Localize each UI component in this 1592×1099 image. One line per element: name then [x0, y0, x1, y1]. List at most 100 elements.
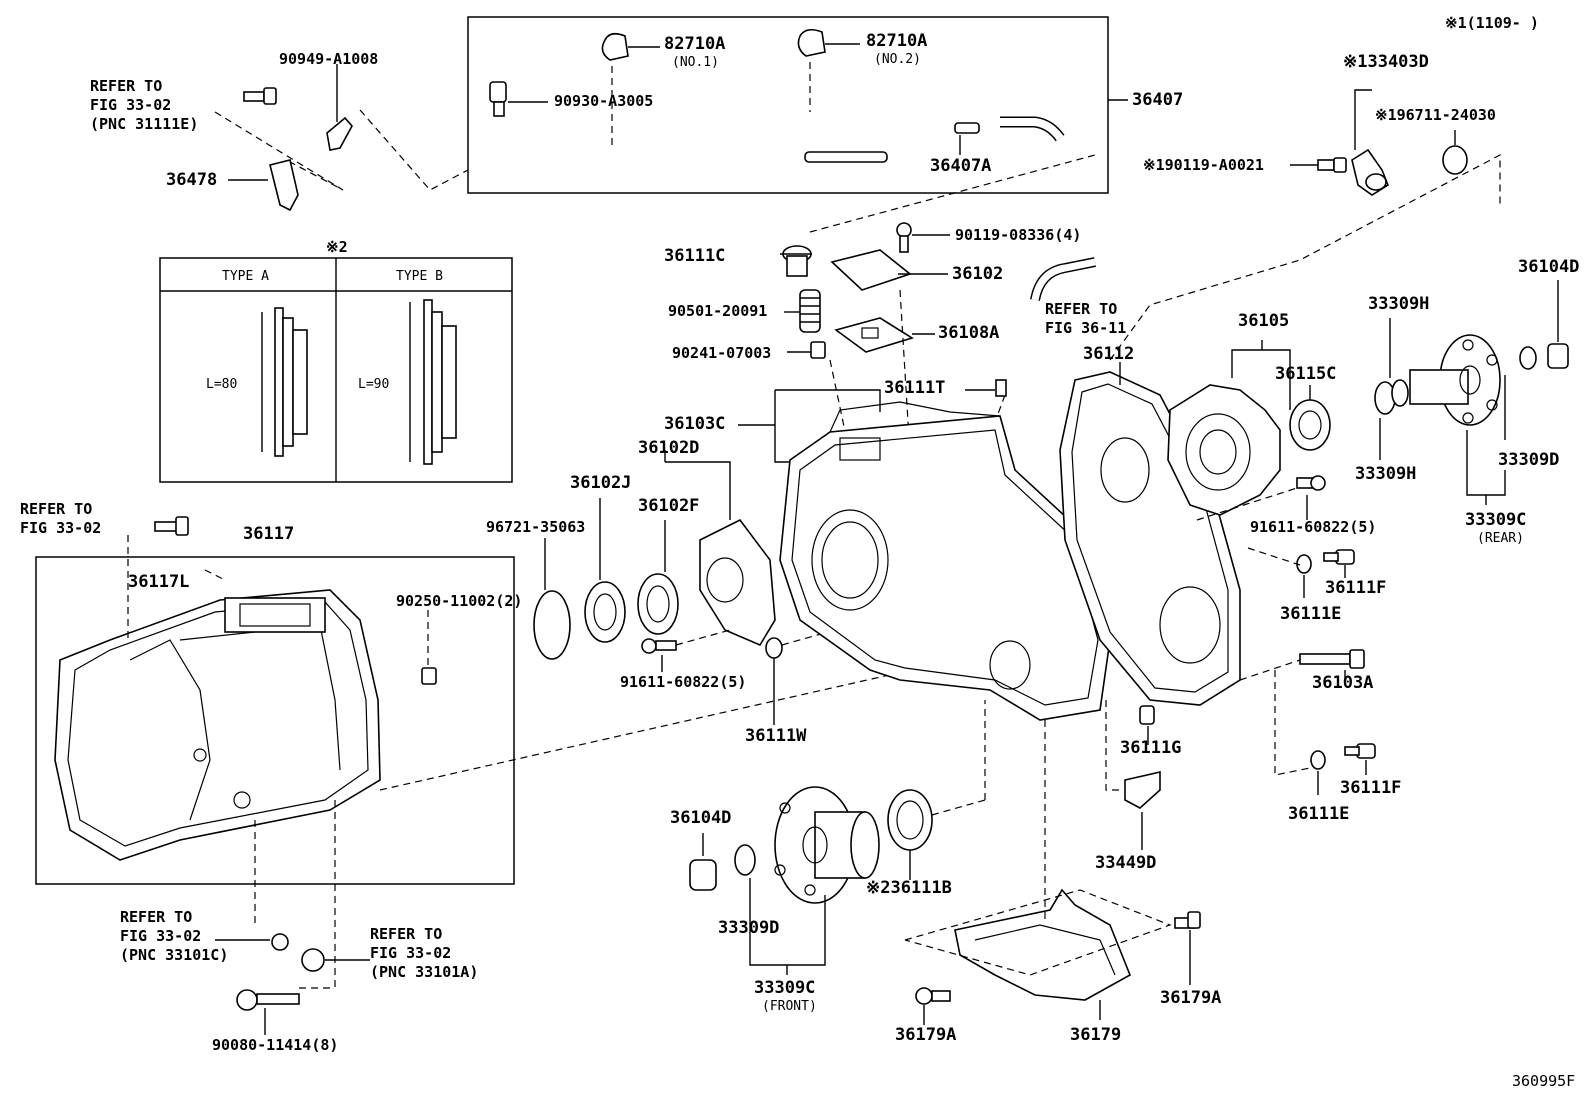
label-36111b: ※236111B — [866, 878, 952, 898]
label-36478: 36478 — [166, 170, 218, 190]
washer-36111e-b — [1310, 750, 1326, 770]
clip-no2 — [797, 28, 826, 57]
label-190119-a0021: ※190119-A0021 — [1143, 156, 1264, 174]
skid-plate-36179 — [954, 888, 1132, 1001]
clip-no1 — [601, 32, 629, 61]
label-36111g: 36111G — [1120, 738, 1182, 758]
ref-line: FIG 33-02 — [90, 95, 172, 114]
bearing-36102j — [584, 581, 626, 643]
label-36407a: 36407A — [930, 156, 992, 176]
rear-flange-33309c — [1409, 334, 1501, 426]
label-36111f-b: 36111F — [1340, 778, 1402, 798]
plug-33101a — [301, 948, 325, 972]
breather-hose — [516, 116, 1065, 177]
nut-36104d-right — [1547, 343, 1569, 369]
label-36108a: 36108A — [938, 323, 1000, 343]
label-33309c-rear-sub: (REAR) — [1477, 531, 1524, 546]
label-36179: 36179 — [1070, 1025, 1122, 1045]
length-b: L=90 — [358, 377, 390, 392]
label-36105: 36105 — [1238, 311, 1290, 331]
label-33309h-top: 33309H — [1368, 294, 1430, 314]
plug-36111c — [782, 245, 812, 277]
ref-fig-33-02-33101a: REFER TO FIG 33-02 (PNC 33101A) — [370, 925, 478, 981]
pin-36111t — [995, 379, 1007, 397]
label-90949-a1008: 90949-A1008 — [279, 50, 379, 68]
transfer-adapter-case — [54, 589, 381, 861]
bolt-91611-right — [1296, 475, 1326, 491]
rear-housing-36105 — [1167, 384, 1281, 516]
ref-line: FIG 33-02 — [120, 926, 202, 945]
label-36111f-a: 36111F — [1325, 578, 1387, 598]
bolt-91611-left — [641, 638, 677, 654]
clip-90949 — [326, 116, 353, 151]
label-36103c: 36103C — [664, 414, 726, 434]
o-ring-196711 — [1442, 145, 1468, 175]
transfer-case-36103c — [779, 401, 1111, 721]
label-33309d-left: 33309D — [718, 918, 780, 938]
seal-96721 — [533, 590, 571, 660]
label-36111e-a: 36111E — [1280, 604, 1342, 624]
bolt-36103a — [1299, 649, 1365, 669]
pin-36111g — [1139, 705, 1155, 725]
diagram-code: 360995F — [1512, 1072, 1576, 1090]
type-b-header: TYPE B — [396, 269, 443, 284]
label-82710a-no2-sub: (NO.2) — [874, 52, 921, 67]
bracket-33449d — [1124, 770, 1161, 809]
seal-type-a — [261, 307, 308, 457]
bolt-90080 — [236, 989, 300, 1011]
label-33309d-right: 33309D — [1498, 450, 1560, 470]
label-36111t: 36111T — [884, 378, 946, 398]
label-82710a-no1: 82710A — [664, 34, 726, 54]
label-36117l: 36117L — [128, 572, 190, 592]
label-91611-60822-left: 91611-60822(5) — [620, 673, 747, 691]
label-33309c-rear: 33309C — [1465, 510, 1527, 530]
bolt-36111f-a — [1323, 549, 1355, 565]
label-36102: 36102 — [952, 264, 1004, 284]
label-36112: 36112 — [1083, 344, 1135, 364]
label-90080-11414: 90080-11414(8) — [212, 1036, 339, 1054]
gasket-36108a — [834, 317, 914, 353]
ref-line: REFER TO — [120, 908, 193, 926]
label-90930-a3005: 90930-A3005 — [554, 92, 654, 110]
label-36102j: 36102J — [570, 473, 632, 493]
label-90241-07003: 90241-07003 — [672, 344, 772, 362]
label-90501-20091: 90501-20091 — [668, 302, 768, 320]
front-housing-36102d — [699, 518, 776, 647]
label-82710a-no2: 82710A — [866, 31, 928, 51]
spring-90501 — [799, 289, 821, 333]
ref-fig-36-11: REFER TO FIG 36-11 — [1045, 300, 1126, 338]
label-36111c: 36111C — [664, 246, 726, 266]
hose-group-box — [467, 16, 1109, 194]
label-33309h-bottom: 33309H — [1355, 464, 1417, 484]
nut-36104d-left — [689, 859, 717, 891]
label-36111e-b: 36111E — [1288, 804, 1350, 824]
bolt-36111f-b — [1344, 743, 1376, 759]
label-33449d: 33449D — [1095, 853, 1157, 873]
label-36407: 36407 — [1132, 90, 1184, 110]
seal-36111w — [765, 637, 783, 659]
gasket-33101c — [271, 933, 289, 951]
sensor-33403d — [1351, 148, 1389, 196]
ref-line: (PNC 31111E) — [90, 114, 199, 133]
seal-36111b — [887, 789, 933, 851]
label-36117: 36117 — [243, 524, 295, 544]
label-33309c-front: 33309C — [754, 978, 816, 998]
label-196711-24030: ※196711-24030 — [1375, 106, 1496, 124]
washer-33309d-left — [734, 844, 756, 876]
ref-line: REFER TO — [370, 925, 443, 943]
breather-plug — [489, 81, 507, 117]
label-36115c: 36115C — [1275, 364, 1337, 384]
cover-36102 — [830, 249, 912, 291]
bolt-90119 — [896, 222, 912, 253]
label-36102f: 36102F — [638, 496, 700, 516]
label-33309c-front-sub: (FRONT) — [762, 999, 817, 1014]
label-36111w: 36111W — [745, 726, 807, 746]
seal-33309h-b — [1391, 379, 1409, 407]
bolt-190119 — [1317, 157, 1347, 173]
ref-line: REFER TO — [90, 77, 163, 95]
label-90250-11002: 90250-11002(2) — [396, 592, 523, 610]
label-90119-08336: 90119-08336(4) — [955, 226, 1082, 244]
bolt-upper-case — [154, 516, 189, 536]
